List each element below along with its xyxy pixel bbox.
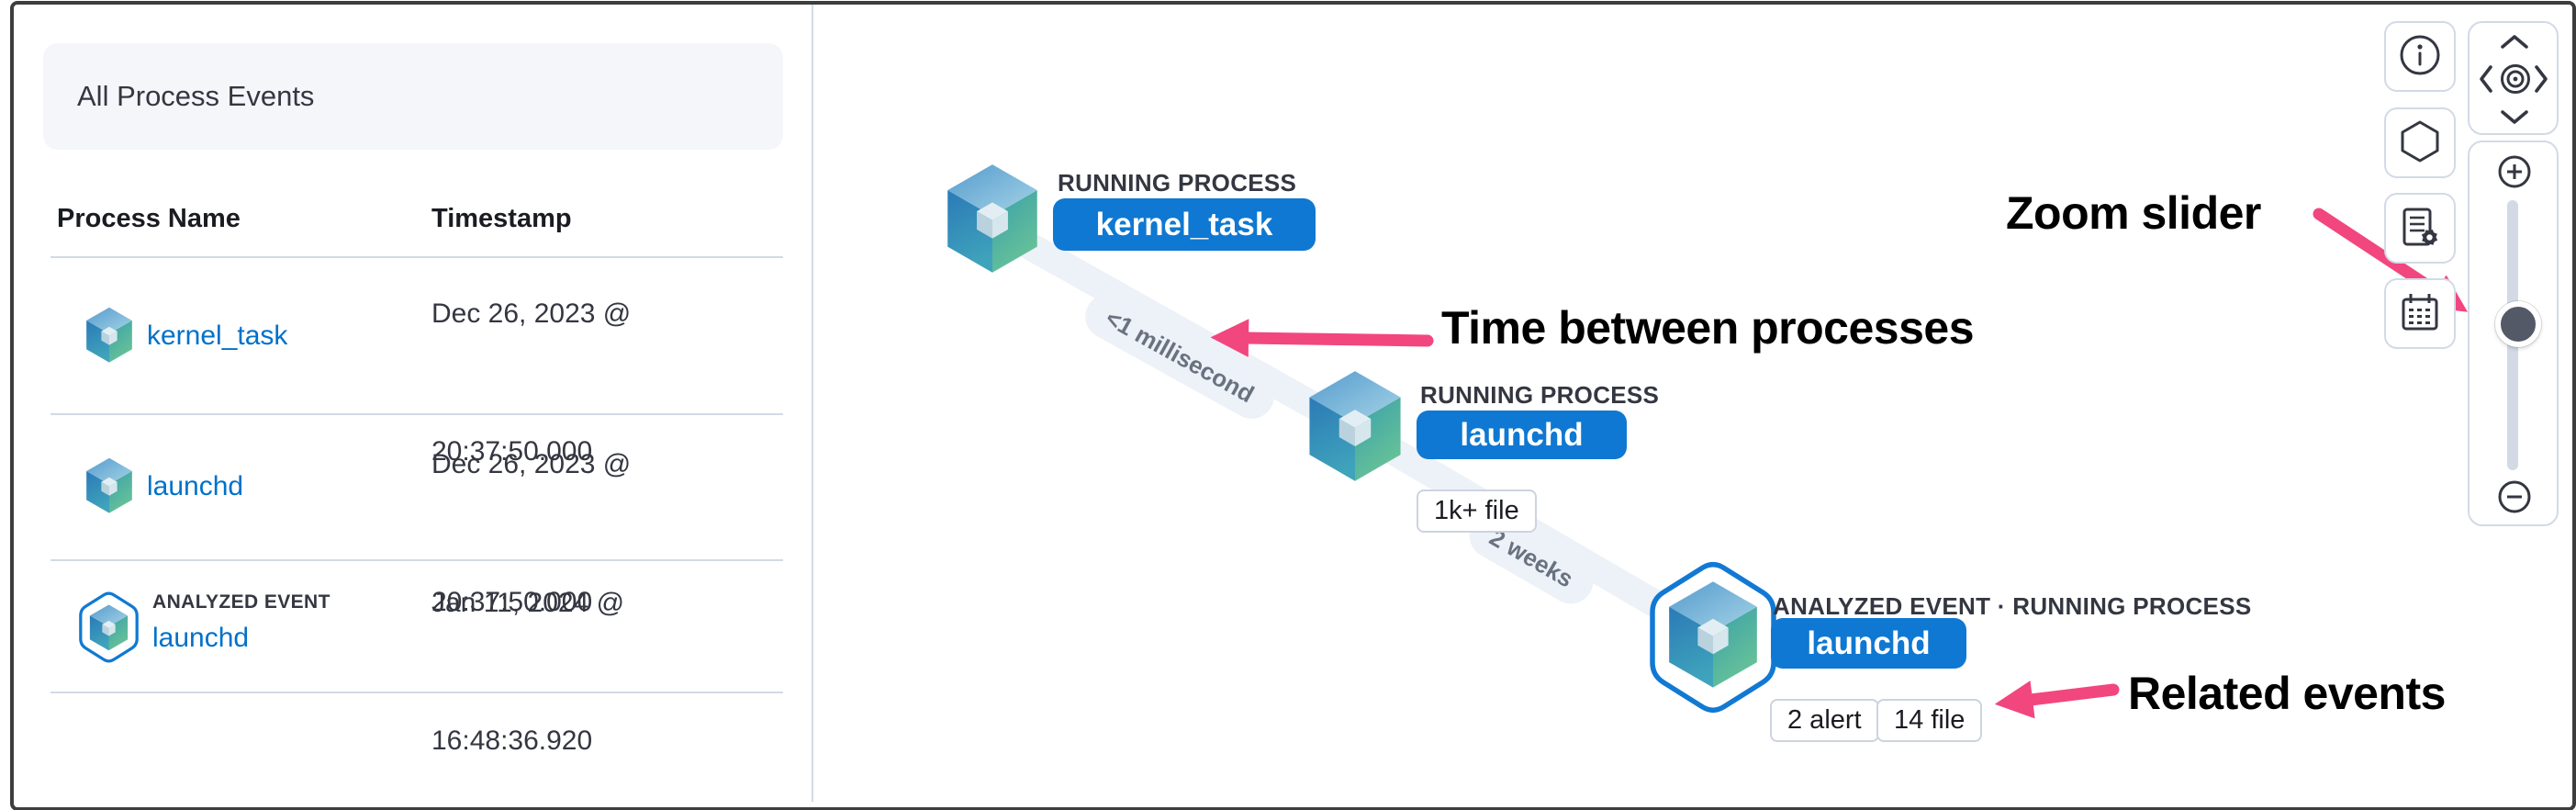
analyzed-event-tag: ANALYZED EVENT — [152, 591, 330, 613]
schema-settings-icon — [2399, 206, 2441, 251]
zoom-slider-thumb[interactable] — [2495, 301, 2541, 347]
calendar-icon — [2399, 291, 2441, 336]
pan-control-panel — [2468, 21, 2559, 135]
pan-up-icon — [2499, 33, 2530, 54]
row-divider — [50, 559, 783, 561]
zoom-out-icon — [2496, 478, 2533, 518]
pan-left-button[interactable] — [2473, 62, 2499, 98]
zoom-in-icon — [2496, 153, 2533, 193]
pan-up-button[interactable] — [2492, 29, 2537, 57]
process-link[interactable]: launchd — [147, 471, 244, 501]
column-header-process-name: Process Name — [57, 204, 241, 233]
annotation-related-events: Related events — [2128, 668, 2446, 719]
timestamp-cell: Dec 26, 2023 @ 20:37:50.000 — [431, 279, 631, 486]
info-icon — [2399, 34, 2441, 79]
panel-divider — [812, 5, 813, 802]
date-picker-button[interactable] — [2384, 278, 2456, 349]
timestamp-time: 20:37:50.000 — [431, 436, 593, 467]
pan-right-icon — [2533, 64, 2549, 96]
pan-down-icon — [2499, 107, 2530, 129]
center-camera-button[interactable] — [2496, 60, 2534, 100]
source-config-button[interactable] — [2384, 193, 2456, 264]
process-node-cube[interactable] — [944, 163, 1041, 281]
schema-info-button[interactable] — [2384, 107, 2456, 178]
timestamp-time: 20:37:50.000 — [431, 587, 593, 617]
timestamp-date: Dec 26, 2023 @ — [431, 298, 632, 329]
panel-title: All Process Events — [77, 80, 315, 112]
row-divider — [50, 692, 783, 693]
node-legend-button[interactable] — [2384, 21, 2456, 92]
process-node-button[interactable]: launchd — [1771, 618, 1966, 669]
zoom-out-button[interactable] — [2492, 476, 2537, 520]
node-type-label: RUNNING PROCESS — [1058, 169, 1297, 197]
pan-right-button[interactable] — [2528, 62, 2554, 98]
annotation-time-between-processes: Time between processes — [1441, 302, 1975, 354]
column-header-timestamp: Timestamp — [431, 204, 572, 233]
pan-down-button[interactable] — [2492, 104, 2537, 131]
process-link[interactable]: launchd — [152, 623, 250, 653]
timestamp-cell: Dec 26, 2023 @ 20:37:50.000 — [431, 430, 631, 636]
zoom-in-button[interactable] — [2492, 151, 2537, 195]
process-node-cube[interactable] — [1665, 580, 1761, 696]
row-divider — [50, 413, 783, 415]
timestamp-time: 16:48:36.920 — [431, 726, 593, 756]
timestamp-date: Dec 26, 2023 @ — [431, 449, 632, 479]
timestamp-date: Jan 11, 2024 @ — [431, 588, 625, 618]
events-panel-header: All Process Events — [43, 43, 783, 150]
process-link[interactable]: kernel_task — [147, 321, 288, 351]
node-type-label: RUNNING PROCESS — [1420, 381, 1660, 409]
process-node-button[interactable]: kernel_task — [1053, 198, 1316, 251]
pan-left-icon — [2478, 64, 2494, 96]
timestamp-cell: Jan 11, 2024 @ 16:48:36.920 — [431, 568, 624, 775]
related-events-badge[interactable]: 1k+ file — [1417, 489, 1537, 533]
node-type-label: ANALYZED EVENT · RUNNING PROCESS — [1773, 592, 2252, 620]
file-count-badge[interactable]: 14 file — [1876, 699, 1983, 742]
annotation-zoom-slider: Zoom slider — [2006, 187, 2261, 239]
alert-count-badge[interactable]: 2 alert — [1770, 699, 1879, 742]
process-node-cube[interactable] — [1305, 370, 1405, 489]
hexagon-icon — [2399, 120, 2441, 165]
table-header-divider — [50, 256, 783, 258]
center-camera-icon — [2497, 61, 2534, 100]
process-node-button[interactable]: launchd — [1417, 411, 1627, 459]
